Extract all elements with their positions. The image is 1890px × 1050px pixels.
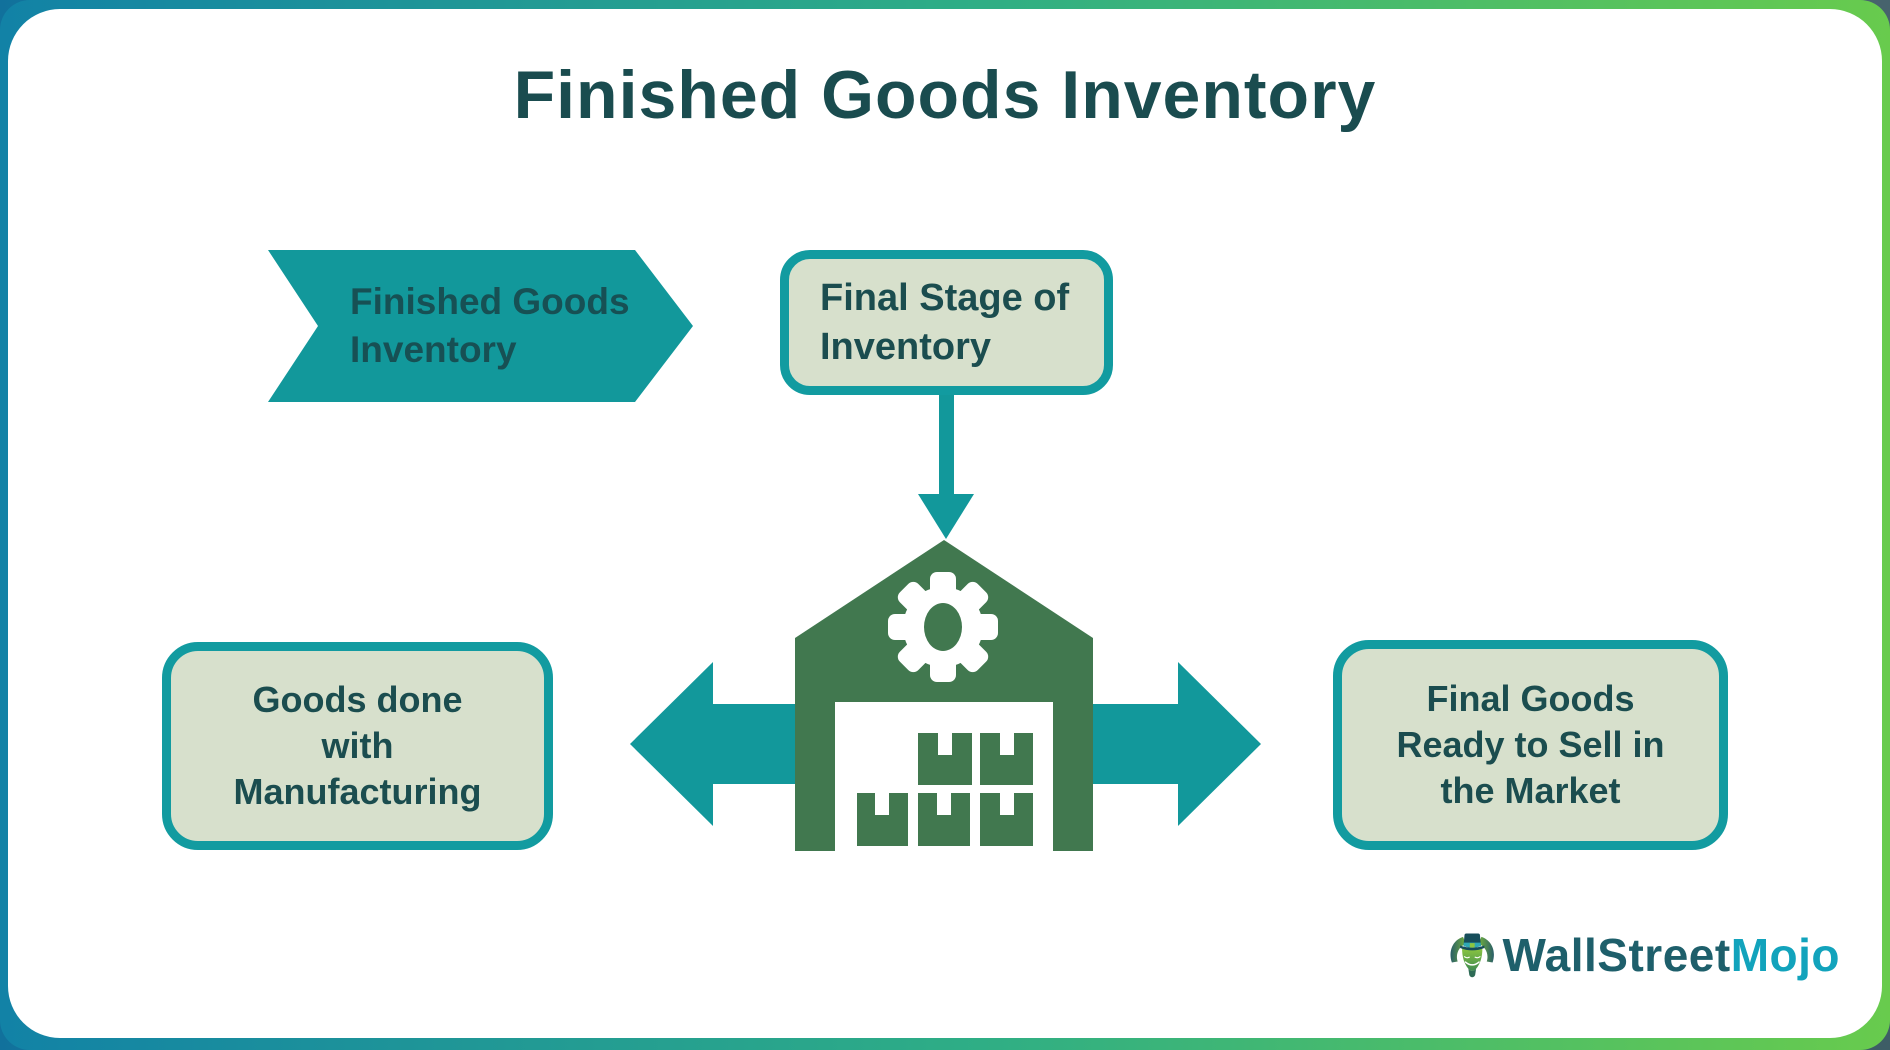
ribbon-arrow: Finished Goods Inventory	[268, 250, 693, 402]
down-arrow-head-icon	[918, 494, 974, 539]
right-result-box: Final Goods Ready to Sell in the Market	[1333, 640, 1728, 850]
final-stage-line1: Final Stage of	[820, 276, 1070, 319]
box-notches	[875, 733, 1014, 815]
bull-hat-brim	[1460, 945, 1485, 951]
brand-wordmark-part2: Mojo	[1730, 929, 1840, 981]
final-stage-box: Final Stage of Inventory	[780, 250, 1113, 395]
ribbon-label-line2: Inventory	[350, 329, 517, 370]
bull-hat-buckle	[1469, 943, 1475, 948]
left-box-line3: Manufacturing	[233, 771, 482, 812]
brand-logo: WallStreetMojo	[1448, 905, 1840, 1005]
gear-icon	[888, 572, 998, 682]
left-result-box: Goods done with Manufacturing	[162, 642, 553, 850]
right-box-line2: Ready to Sell in	[1396, 724, 1665, 765]
bull-smile	[1464, 961, 1480, 966]
right-box-line1: Final Goods	[1426, 678, 1635, 719]
page-title: Finished Goods Inventory	[513, 57, 1377, 133]
warehouse-icon	[795, 540, 1093, 851]
left-box-line2: with	[321, 725, 394, 766]
left-arrow-shaft	[711, 704, 797, 784]
bull-chin	[1468, 968, 1477, 978]
bull-mascot-icon	[1450, 933, 1494, 978]
bull-eye-left	[1463, 956, 1470, 959]
left-arrow-icon	[630, 662, 713, 826]
brand-wordmark-part1: WallStreet	[1502, 929, 1731, 981]
down-arrow-icon	[939, 393, 954, 496]
right-box-line3: the Market	[1440, 770, 1621, 811]
bull-face	[1462, 947, 1483, 971]
ribbon-label-line1: Finished Goods	[350, 281, 630, 322]
right-arrow-shaft	[1092, 704, 1180, 784]
bull-eye-right	[1474, 956, 1481, 959]
bull-left-horn	[1450, 936, 1466, 963]
left-box-line1: Goods done	[252, 679, 463, 720]
brand-wordmark: WallStreetMojo	[1502, 928, 1840, 982]
bull-right-horn	[1478, 936, 1494, 963]
final-stage-line2: Inventory	[820, 325, 992, 368]
right-arrow-icon	[1178, 662, 1261, 826]
